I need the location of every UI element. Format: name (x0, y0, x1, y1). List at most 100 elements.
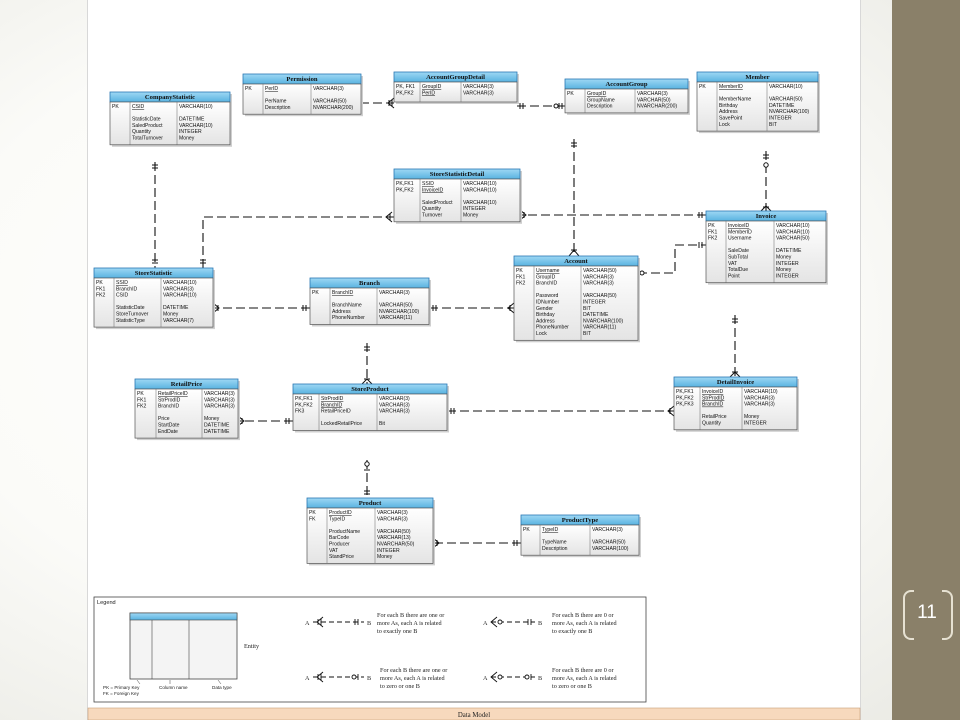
column-type: VARCHAR(10) (179, 123, 213, 129)
entity-title: Permission (286, 76, 317, 83)
column-type: VARCHAR(50) (592, 540, 626, 546)
entity-body (306, 507, 434, 564)
column-name: SubTotal (728, 255, 748, 261)
key-marker: PK,FK1 (676, 389, 694, 395)
cardinality-markers (152, 97, 772, 549)
column-name: RetailPriceID (321, 409, 351, 415)
column-type: VARCHAR(10) (769, 84, 803, 90)
entity-body (393, 178, 521, 223)
entity-detail-invoice: DetailInvoicePK,FK1PK,FK2PK,FK3InvoiceID… (673, 376, 799, 432)
column-type: VARCHAR(3) (379, 290, 410, 296)
column-name: Address (332, 309, 351, 315)
column-type: INTEGER (377, 548, 400, 554)
legend-data-type-label: Data type (212, 685, 232, 690)
entity-body (242, 83, 362, 115)
column-type: VARCHAR(10) (776, 223, 810, 229)
column-type: VARCHAR(7) (163, 318, 194, 324)
key-marker: FK2 (137, 404, 147, 410)
column-name: GroupID (536, 274, 556, 280)
legend-rule-2-line-1: For each B there are 0 or (552, 612, 614, 619)
column-type: INTEGER (744, 421, 767, 427)
legend-rule-4-line-3: to zero or one B (552, 683, 592, 690)
key-marker: FK2 (708, 236, 718, 242)
legend-box: Legend Entity PK = Primary Key FK = Fore… (93, 596, 647, 703)
column-name: GroupID (587, 91, 607, 97)
entity-title: Invoice (756, 213, 777, 220)
key-marker: FK1 (708, 229, 718, 235)
column-name: VAT (329, 548, 338, 554)
column-type: NVARCHAR(100) (769, 109, 809, 115)
column-type: BIT (583, 331, 591, 337)
column-type: VARCHAR(3) (379, 396, 410, 402)
key-marker: PK (567, 91, 574, 97)
entity-body (393, 81, 518, 103)
column-type: VARCHAR(3) (583, 274, 614, 280)
column-type: INTEGER (179, 129, 202, 135)
entity-title: Account (564, 258, 588, 265)
column-name: VAT (728, 261, 737, 267)
column-name: Lock (719, 122, 730, 128)
column-name: IDNumber (536, 300, 560, 306)
entity-title: Member (745, 74, 769, 81)
page-number-bracket-right (942, 590, 953, 640)
column-name: TotalDue (728, 267, 748, 273)
key-marker: FK (309, 516, 316, 522)
key-marker: PK,FK2 (396, 187, 414, 193)
column-type: VARCHAR(3) (204, 404, 235, 410)
legend-rule-3-line-1: For each B there are one or (380, 667, 447, 674)
column-type: Money (204, 416, 220, 422)
column-name: BarCode (329, 535, 349, 541)
legend-column-name-label: Column name (159, 685, 188, 690)
column-type: VARCHAR(3) (744, 402, 775, 408)
key-marker: PK (137, 391, 144, 397)
column-type: Money (776, 255, 792, 261)
legend-end-b-1: B (367, 620, 371, 627)
column-name: Password (536, 293, 559, 299)
column-type: VARCHAR(3) (377, 516, 408, 522)
column-name: Quantity (132, 129, 151, 135)
legend-end-b-2: B (538, 620, 542, 627)
column-name: Username (536, 268, 560, 274)
column-type: VARCHAR(50) (776, 236, 810, 242)
column-name: InvoiceID (422, 187, 444, 193)
column-type: VARCHAR(10) (179, 104, 213, 110)
entity-title: StoreStatistic (135, 270, 173, 277)
entity-title: CompanyStatistic (145, 94, 195, 101)
column-type: VARCHAR(3) (583, 281, 614, 287)
column-type: VARCHAR(50) (313, 99, 347, 105)
column-type: DATETIME (179, 117, 205, 123)
column-type: INTEGER (583, 300, 606, 306)
key-marker: FK3 (295, 409, 305, 415)
legend-end-a-4: A (483, 675, 488, 682)
column-type: VARCHAR(3) (463, 84, 494, 90)
column-type: VARCHAR(50) (637, 97, 671, 103)
page-number-bracket-left (903, 590, 914, 640)
column-type: VARCHAR(10) (463, 200, 497, 206)
column-name: CSID (116, 293, 128, 299)
key-marker: PK,FK2 (396, 90, 414, 96)
column-type: INTEGER (463, 206, 486, 212)
column-name: Birthday (719, 103, 738, 109)
column-type: VARCHAR(11) (379, 315, 413, 321)
legend-rule-3-line-2: more As, each A is related (380, 675, 446, 682)
key-marker: FK2 (516, 281, 526, 287)
column-name: Address (719, 109, 738, 115)
column-name: BranchID (536, 281, 558, 287)
column-name: ProductName (329, 529, 360, 535)
column-name: GroupID (422, 84, 442, 90)
column-name: EndDate (158, 429, 178, 435)
legend-rule-1-line-1: For each B there are one or (377, 612, 444, 619)
column-name: StrProdID (702, 395, 725, 401)
column-type: BIT (769, 122, 777, 128)
footer-band: Data Model (87, 707, 861, 720)
column-name: StartDate (158, 423, 180, 429)
legend-fk-note: FK = Foreign Key (103, 691, 140, 696)
column-name: BranchID (321, 402, 343, 408)
column-name: StatisticType (116, 318, 145, 324)
